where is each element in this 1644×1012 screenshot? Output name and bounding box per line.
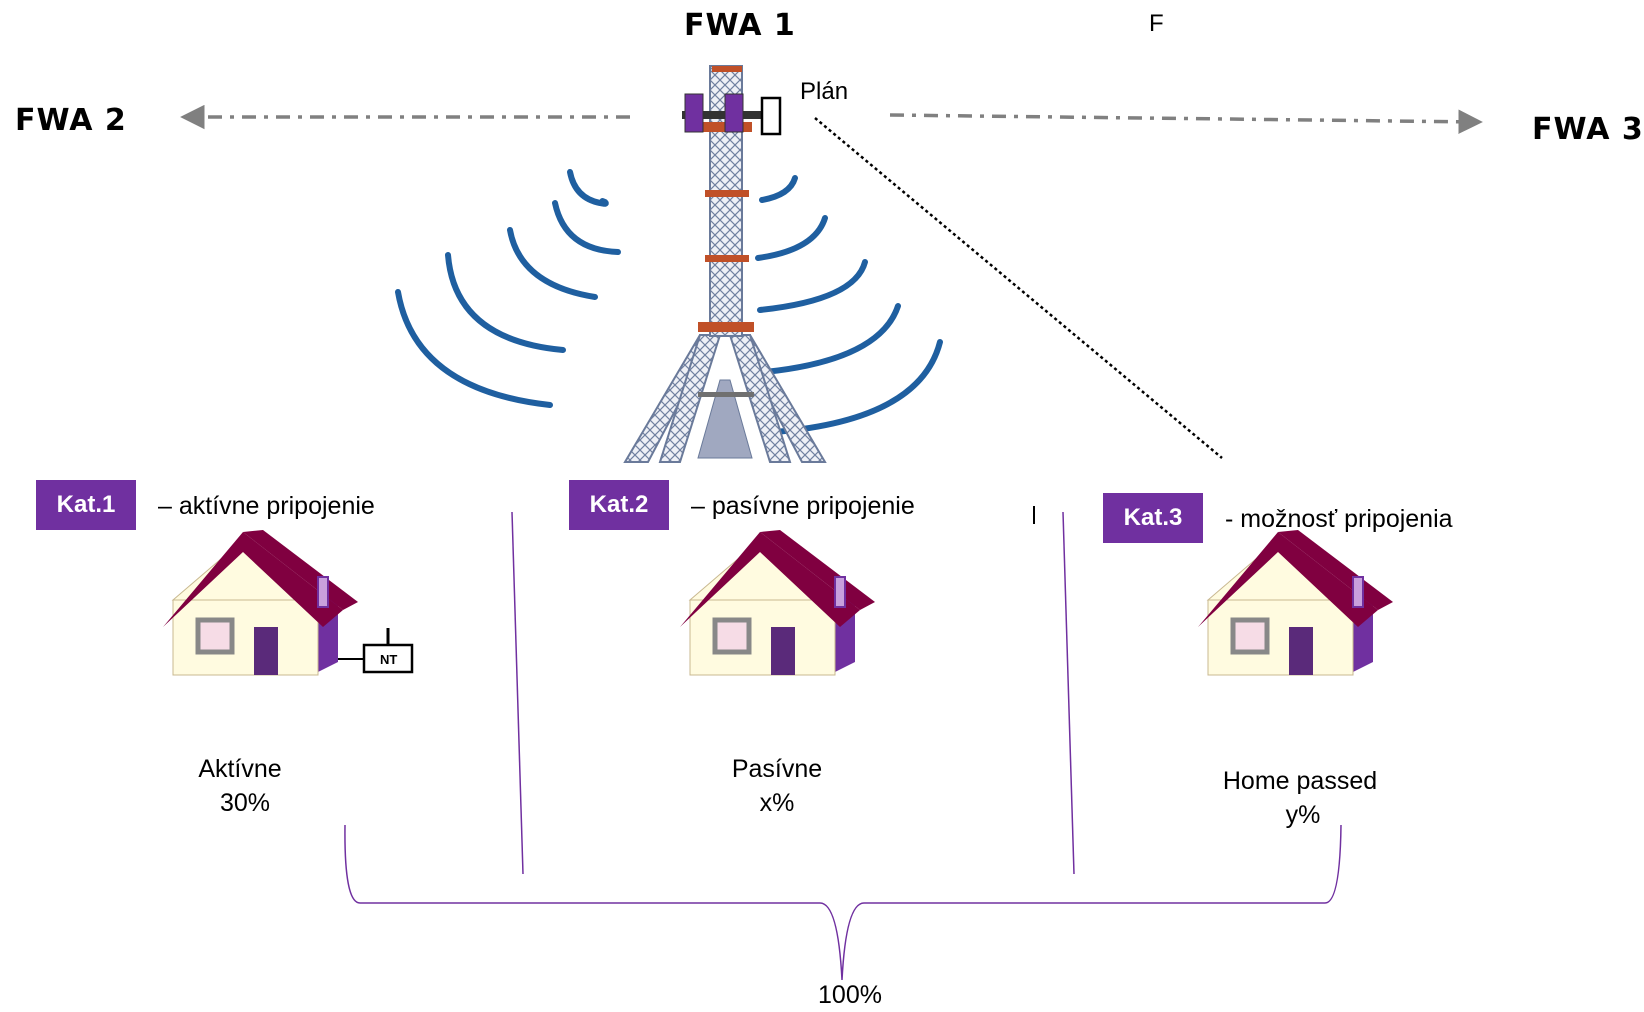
fwa2-label: FWA 2 bbox=[15, 103, 127, 138]
fwa1-title: FWA 1 bbox=[684, 8, 796, 43]
link-arrow-fwa3 bbox=[889, 109, 1483, 135]
kat1-name: Aktívne bbox=[198, 755, 282, 783]
nt-terminal-icon bbox=[338, 628, 414, 674]
separator-line bbox=[1062, 511, 1075, 875]
separator-line bbox=[511, 511, 524, 875]
kat1-share: 30% bbox=[219, 789, 271, 817]
kat3-description: - možnosť pripojenia bbox=[1225, 505, 1453, 533]
kat3-badge: Kat.3 bbox=[1103, 493, 1203, 543]
kat2-description: – pasívne pripojenie bbox=[691, 492, 915, 520]
kat3-name: Home passed bbox=[1222, 767, 1378, 795]
plan-dotted-line bbox=[814, 117, 1223, 459]
kat3-share: y% bbox=[1285, 801, 1321, 829]
tower-icon bbox=[623, 65, 827, 463]
plan-label: Plán bbox=[800, 78, 849, 105]
radio-waves-left bbox=[395, 169, 621, 408]
house-icon-kat3 bbox=[1198, 530, 1393, 675]
kat1-description: – aktívne pripojenie bbox=[158, 492, 375, 520]
fwa3-label: FWA 3 bbox=[1532, 112, 1644, 147]
total-brace bbox=[344, 824, 1342, 981]
kat2-name: Pasívne bbox=[731, 755, 823, 783]
nt-label: NT bbox=[380, 652, 398, 667]
kat1-badge: Kat.1 bbox=[36, 480, 136, 530]
kat2-share: x% bbox=[759, 789, 795, 817]
radio-waves-right bbox=[755, 175, 943, 435]
total-percentage: 100% bbox=[818, 981, 882, 1009]
kat2-badge: Kat.2 bbox=[569, 480, 669, 530]
top-letter: F bbox=[1149, 10, 1164, 37]
house-icon-kat2 bbox=[680, 530, 875, 675]
house-icon-kat1 bbox=[163, 530, 358, 675]
